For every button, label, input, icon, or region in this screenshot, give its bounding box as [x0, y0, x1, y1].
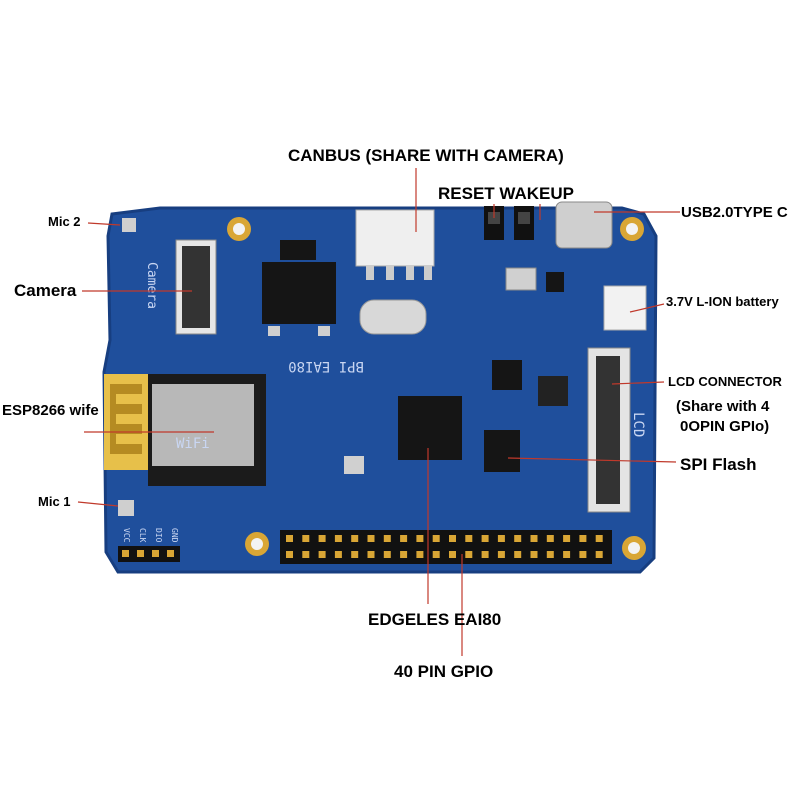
gpio-pin	[546, 551, 554, 558]
gpio-pin	[530, 535, 538, 542]
gpio-pin	[351, 535, 359, 542]
esp8266-module: WiFi	[104, 374, 266, 486]
gpio-pin	[465, 535, 473, 542]
gpio-pin	[286, 551, 293, 558]
regulator-chip	[262, 240, 336, 336]
callout-gpio40: 40 PIN GPIO	[394, 662, 494, 681]
gpio-pin	[416, 535, 424, 542]
callout-lcd-share-2: 0OPIN GPIo)	[680, 418, 770, 435]
canbus-connector	[355, 209, 435, 280]
gpio-pins	[286, 535, 603, 558]
callout-esp8266: ESP8266 wife	[2, 402, 99, 419]
callout-battery: 3.7V L-ION battery	[666, 294, 779, 309]
gpio-pin	[400, 535, 408, 542]
gpio-pin	[563, 535, 571, 542]
spi-flash-chip	[484, 430, 520, 472]
battery-connector	[603, 285, 647, 331]
gpio-pin	[383, 551, 391, 558]
silk-board-name: BPI EAI80	[288, 358, 364, 374]
gpio-pin	[563, 551, 571, 558]
gpio-pin	[416, 551, 424, 558]
gpio-pin	[400, 551, 408, 558]
four-pin-header	[118, 546, 180, 562]
gpio-pin	[286, 535, 293, 542]
gpio-pin	[302, 551, 310, 558]
callout-canbus: CANBUS (SHARE WITH CAMERA)	[288, 146, 564, 165]
callout-lcd-share-1: (Share with 4	[676, 398, 770, 415]
mounting-holes	[227, 217, 646, 560]
gpio-pin	[334, 551, 342, 558]
gpio-40-pin-header	[280, 530, 612, 564]
gpio-pin	[367, 535, 375, 542]
x2-crystal	[344, 456, 364, 474]
gpio-pin	[465, 551, 473, 558]
gpio-pin	[497, 551, 505, 558]
camera-connector	[175, 239, 217, 335]
callout-mic2: Mic 2	[48, 214, 81, 229]
callout-camera: Camera	[14, 281, 77, 300]
mic-2	[122, 218, 136, 232]
gpio-pin	[351, 551, 359, 558]
gpio-pin	[514, 551, 522, 558]
gpio-pin	[367, 551, 375, 558]
callout-lines	[77, 168, 680, 656]
gpio-pin	[334, 535, 342, 542]
eai80-soc	[398, 396, 462, 460]
silk-pin-gnd: GND	[170, 528, 179, 543]
gpio-pin	[530, 551, 538, 558]
silk-pin-vcc: VCC	[122, 528, 131, 543]
header-pin	[152, 550, 159, 557]
callout-usb: USB2.0TYPE C	[681, 204, 788, 221]
header-pin	[137, 550, 144, 557]
crystal-oscillator	[359, 299, 427, 335]
callout-spi-flash: SPI Flash	[680, 455, 757, 474]
gpio-pin	[383, 535, 391, 542]
small-ic	[546, 272, 564, 292]
silk-camera: Camera	[144, 262, 159, 309]
silk-pin-clk: CLK	[138, 528, 147, 543]
callout-lcd-connector: LCD CONNECTOR	[668, 374, 782, 389]
gpio-pin	[595, 535, 603, 542]
small-ic-2	[492, 360, 522, 390]
silk-wifi: WiFi	[176, 436, 210, 452]
gpio-pin	[449, 551, 456, 558]
gpio-pin	[302, 535, 310, 542]
header-pin	[122, 550, 129, 557]
gpio-pin	[595, 551, 603, 558]
tact-switch	[505, 267, 537, 291]
usb-c-port	[555, 201, 613, 249]
inductor	[538, 376, 568, 406]
header-pin	[167, 550, 174, 557]
callout-edgeles: EDGELES EAI80	[368, 610, 502, 629]
gpio-pin	[432, 535, 440, 542]
gpio-pin	[497, 535, 505, 542]
gpio-pin	[318, 535, 326, 542]
callout-mic1: Mic 1	[38, 494, 71, 509]
silk-pin-dio: DIO	[154, 528, 163, 543]
lcd-fpc-connector	[587, 347, 631, 513]
gpio-pin	[546, 535, 554, 542]
silk-lcd: LCD	[630, 412, 646, 437]
gpio-pin	[432, 551, 440, 558]
gpio-pin	[481, 551, 489, 558]
gpio-pin	[449, 535, 456, 542]
gpio-pin	[514, 535, 522, 542]
callout-reset-wakeup: RESET WAKEUP	[438, 184, 575, 203]
gpio-pin	[481, 535, 489, 542]
gpio-pin	[579, 551, 587, 558]
gpio-pin	[579, 535, 587, 542]
gpio-pin	[318, 551, 326, 558]
mic-1	[118, 500, 134, 516]
